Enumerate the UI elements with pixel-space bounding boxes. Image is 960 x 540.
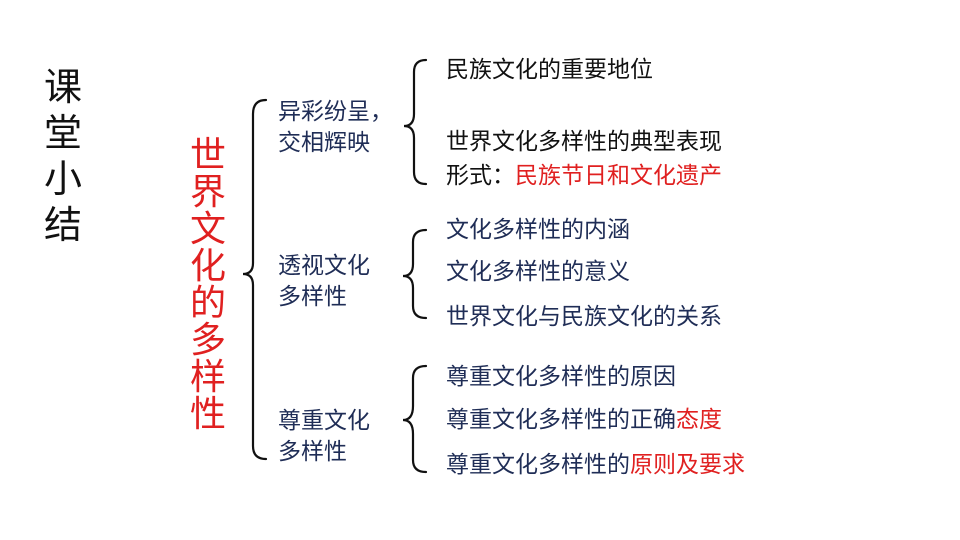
branch1-item: 形式：民族节日和文化遗产	[446, 162, 722, 190]
branch1-label-line1: 异彩纷呈，	[278, 99, 393, 125]
main-title-char: 性	[190, 394, 227, 435]
item-highlight: 民族节日和文化遗产	[515, 163, 722, 189]
branch2-item: 世界文化与民族文化的关系	[446, 303, 722, 331]
item-text: 形式：	[446, 163, 515, 189]
item-text: 世界文化多样性的典型表现	[446, 129, 722, 155]
branch2-item: 文化多样性的意义	[446, 258, 630, 286]
branch3-item: 尊重文化多样性的原因	[446, 363, 676, 391]
branch1-label-line2: 交相辉映	[278, 130, 370, 156]
branch2-label-line2: 多样性	[278, 284, 347, 310]
branch1-item: 民族文化的重要地位	[446, 56, 653, 84]
side-title-char: 课	[44, 65, 83, 109]
main-title-char: 界	[190, 172, 227, 213]
item-text: 尊重文化多样性的原因	[446, 364, 676, 390]
main-title-char: 化	[190, 246, 227, 287]
branch3-label-line2: 多样性	[278, 439, 347, 465]
branch1-brace	[403, 58, 428, 186]
branch3-label-line1: 尊重文化	[278, 408, 370, 434]
branch3-item: 尊重文化多样性的原则及要求	[446, 451, 745, 479]
branch1-item: 世界文化多样性的典型表现	[446, 128, 722, 156]
item-text: 文化多样性的内涵	[446, 217, 630, 243]
main-title-char: 样	[190, 357, 227, 398]
item-text: 民族文化的重要地位	[446, 57, 653, 83]
main-title-char: 世	[190, 135, 227, 176]
item-text: 尊重文化多样性的正确	[446, 407, 676, 433]
item-highlight: 原则及要求	[630, 452, 745, 478]
main-title-char: 多	[190, 320, 227, 361]
branch2-brace	[402, 228, 428, 320]
lesson-summary-title: 课 堂 小 结	[44, 68, 82, 252]
item-text: 文化多样性的意义	[446, 259, 630, 285]
main-topic-title: 世 界 文 化 的 多 样 性	[190, 138, 226, 434]
branch2-item: 文化多样性的内涵	[446, 216, 630, 244]
side-title-char: 堂	[44, 111, 83, 155]
side-title-char: 结	[44, 203, 83, 247]
item-text: 尊重文化多样性的	[446, 452, 630, 478]
item-highlight: 态度	[676, 407, 722, 433]
main-brace	[242, 98, 268, 461]
item-text: 世界文化与民族文化的关系	[446, 304, 722, 330]
branch3-item: 尊重文化多样性的正确态度	[446, 406, 722, 434]
main-title-char: 文	[190, 209, 227, 250]
branch2-label-line1: 透视文化	[278, 253, 370, 279]
side-title-char: 小	[44, 157, 83, 201]
branch3-brace	[402, 364, 428, 474]
main-title-char: 的	[190, 283, 227, 324]
